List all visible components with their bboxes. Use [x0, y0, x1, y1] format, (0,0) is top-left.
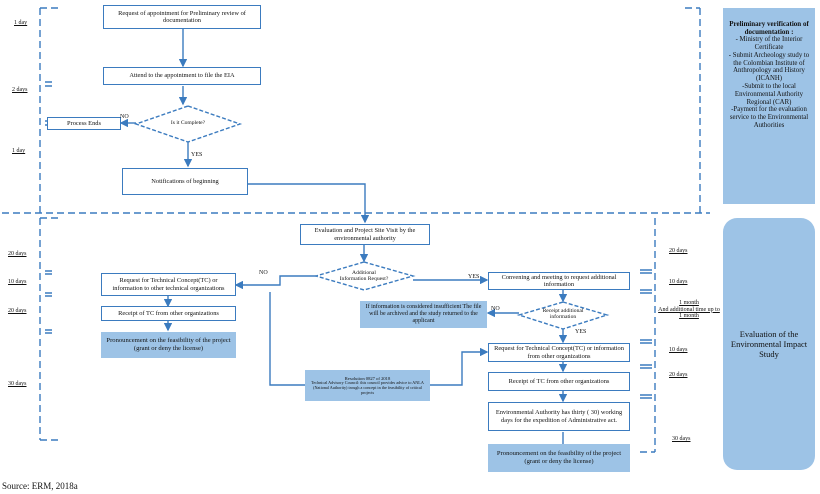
notifications-text: Notifications of beginning	[151, 177, 219, 185]
notifications-box: Notifications of beginning	[122, 168, 248, 195]
receipt-tc-right-box: Receipt of TC from other organizations	[488, 372, 630, 391]
time-stage1-3: 1 day	[12, 148, 26, 154]
no-label-1: NO	[120, 114, 129, 120]
receipt-additional-text: Receipt additional information	[542, 308, 584, 320]
time-right-7: 30 days	[672, 436, 691, 442]
receipt-tc-left-box: Receipt of TC from other organizations	[101, 306, 236, 321]
process-ends-box: Process Ends	[47, 117, 121, 130]
yes-label-1: YES	[191, 152, 203, 158]
time-left-2: 10 days	[8, 279, 27, 285]
time-right-3: 1 month	[679, 300, 699, 306]
insufficient-info-text: If information is considered insufficien…	[365, 303, 482, 325]
time-right-4: And additional time up to 1 month	[658, 306, 720, 320]
no-label-2: NO	[259, 270, 268, 276]
request-tc-right-text: Request for Technical Concept(TC) or inf…	[494, 345, 624, 360]
convening-meeting-box: Convening and meeting to request additio…	[488, 272, 630, 290]
time-right-2: 10 days	[669, 279, 688, 285]
pronouncement-left-text: Pronouncement on the feasibility of the …	[106, 337, 231, 352]
source-caption: Source: ERM, 2018a	[2, 481, 78, 491]
insufficient-info-box: If information is considered insufficien…	[360, 301, 487, 328]
is-complete-text: Is it Complete?	[170, 120, 206, 127]
panel-top-item-3: -Submit to the local Environmental Autho…	[734, 82, 804, 106]
additional-info-text: Additional Information Request?	[339, 270, 389, 282]
decision-additional-info-shape	[313, 261, 416, 291]
process-ends-text: Process Ends	[67, 119, 101, 127]
time-right-5: 10 days	[669, 347, 688, 353]
resolution-text: Technical Advisory Council: this council…	[311, 379, 424, 395]
panel-top-item-4: -Payment for the evaluation service to t…	[729, 106, 809, 130]
time-stage1-1: 1 day	[14, 20, 28, 26]
time-right-6: 20 days	[669, 372, 688, 378]
decision-receipt-additional: Receipt additional information	[539, 304, 587, 326]
decision-is-complete: Is it Complete?	[160, 114, 216, 134]
thirty-days-text: Environmental Authority has thirty ( 30)…	[495, 409, 623, 424]
convening-meeting-text: Convening and meeting to request additio…	[501, 273, 617, 288]
time-stage1-2: 2 days	[12, 87, 28, 93]
pronouncement-left-box: Pronouncement on the feasibility of the …	[101, 332, 236, 358]
time-left-4: 30 days	[8, 381, 27, 387]
yes-label-2: YES	[468, 274, 480, 280]
panel-top-item-2: - Submit Archeology study to the Colombi…	[728, 51, 810, 83]
decision-additional-info: Additional Information Request?	[338, 265, 390, 289]
attend-appointment-box: Attend to the appointment to file the EI…	[103, 67, 261, 85]
attend-appointment-text: Attend to the appointment to file the EI…	[129, 72, 235, 80]
resolution-box: Resolution 0827 of 2018 Technical Adviso…	[305, 370, 430, 401]
evaluation-visit-box: Evaluation and Project Site Visit by the…	[300, 224, 430, 245]
no-label-3: NO	[491, 306, 500, 312]
evaluation-visit-text: Evaluation and Project Site Visit by the…	[314, 227, 416, 242]
request-appointment-text: Request of appointment for Preliminary r…	[118, 9, 246, 24]
request-tc-right-box: Request for Technical Concept(TC) or inf…	[488, 343, 630, 362]
thirty-days-box: Environmental Authority has thirty ( 30)…	[488, 402, 630, 431]
panel-bottom-title: Evaluation of the Environmental Impact S…	[730, 328, 808, 360]
receipt-tc-right-text: Receipt of TC from other organizations	[508, 377, 610, 385]
panel-preliminary-verification: Preliminary verification of documentatio…	[723, 8, 815, 204]
request-tc-other-box: Request for Technical Concept(TC) or inf…	[101, 273, 236, 296]
yes-label-3: YES	[575, 329, 587, 335]
request-tc-other-text: Request for Technical Concept(TC) or inf…	[112, 277, 225, 292]
receipt-tc-left-text: Receipt of TC from other organizations	[118, 309, 219, 317]
panel-top-item-1: - Ministry of the Interior Certificate	[735, 36, 803, 51]
time-left-1: 20 days	[8, 251, 27, 257]
resolution-title: Resolution 0827 of 2018	[344, 375, 391, 381]
time-right-3-block: 1 month And additional time up to 1 mont…	[657, 300, 721, 320]
request-appointment-box: Request of appointment for Preliminary r…	[103, 5, 261, 29]
panel-top-title: Preliminary verification of documentatio…	[729, 20, 809, 37]
pronouncement-right-box: Pronouncement on the feasibility of the …	[488, 444, 630, 472]
time-right-1: 20 days	[669, 248, 688, 254]
panel-evaluation-eis: Evaluation of the Environmental Impact S…	[723, 218, 815, 470]
pronouncement-right-text: Pronouncement on the feasibility of the …	[496, 450, 622, 465]
time-left-3: 20 days	[8, 308, 27, 314]
